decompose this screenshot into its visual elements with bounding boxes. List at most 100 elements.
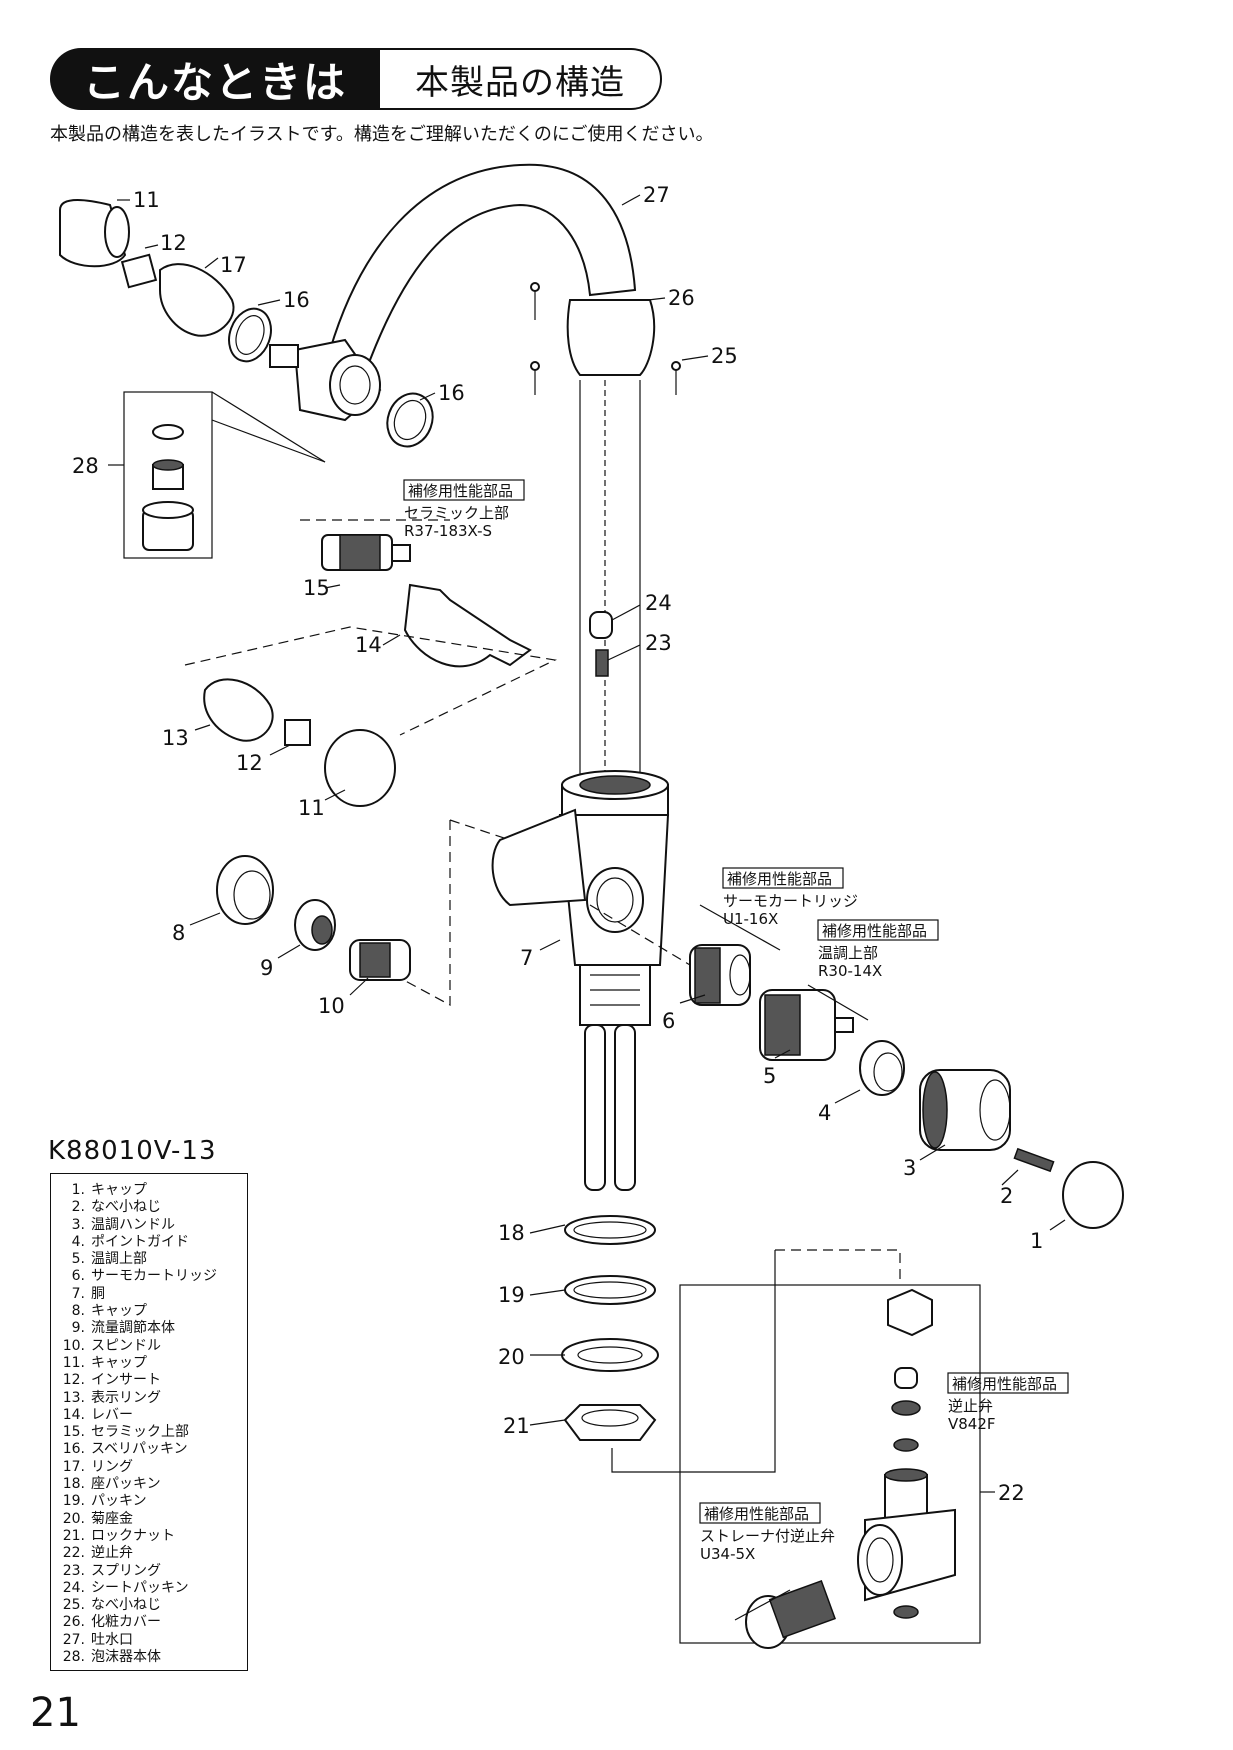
parts-list-item: 9.流量調節本体: [51, 1320, 247, 1337]
parts-list-name: 胴: [91, 1285, 105, 1302]
parts-list-item: 12.インサート: [51, 1372, 247, 1389]
label-20: 20: [498, 1345, 525, 1369]
body-7: [491, 770, 670, 1191]
parts-list-number: 1.: [71, 1182, 85, 1198]
parts-list-item: 8. キャップ: [51, 1303, 247, 1320]
parts-list-name: 逆止弁: [91, 1545, 133, 1562]
lever-14: [403, 583, 532, 668]
label-13: 13: [162, 726, 189, 750]
point-guide-4: [859, 1040, 905, 1096]
parts-list-number: 21.: [62, 1527, 85, 1544]
label-23: 23: [645, 631, 672, 655]
svg-text:V842F: V842F: [948, 1415, 996, 1433]
parts-list-name: 座パッキン: [91, 1476, 161, 1493]
lock-nut-21: [563, 1404, 657, 1441]
svg-text:セラミック上部: セラミック上部: [404, 504, 509, 522]
parts-list-item: 15.セラミック上部: [51, 1424, 247, 1441]
section-tag: こんなときは: [50, 48, 380, 110]
parts-list-item: 21. ロックナット: [51, 1528, 247, 1545]
label-12-lower: 12: [236, 751, 263, 775]
svg-text:補修用性能部品: 補修用性能部品: [822, 922, 927, 940]
svg-text:R37-183X-S: R37-183X-S: [404, 522, 492, 540]
label-18: 18: [498, 1221, 525, 1245]
label-11-lower: 11: [298, 796, 325, 820]
svg-text:補修用性能部品: 補修用性能部品: [727, 870, 832, 888]
parts-list-name: ポイントガイド: [91, 1233, 189, 1250]
flow-adjust-9: [294, 899, 336, 951]
label-6: 6: [662, 1009, 675, 1033]
parts-list-item: 13.表示リング: [51, 1390, 247, 1407]
callout-check-valve: 補修用性能部品 逆止弁 V842F: [947, 1372, 1069, 1433]
parts-list-number: 5.: [71, 1251, 85, 1268]
parts-list-name: 温調ハンドル: [91, 1216, 175, 1233]
thermo-cartridge-6: [689, 944, 751, 1006]
label-3: 3: [903, 1156, 916, 1180]
svg-text:逆止弁: 逆止弁: [948, 1397, 993, 1415]
svg-text:補修用性能部品: 補修用性能部品: [952, 1375, 1057, 1393]
parts-list-number: 27.: [62, 1631, 85, 1648]
parts-list-item: 1. キャップ: [51, 1182, 247, 1199]
parts-list-name: キャップ: [91, 1303, 147, 1320]
parts-list-name: キャップ: [91, 1354, 147, 1371]
ring-17: [159, 263, 235, 337]
parts-list-item: 18. 座パッキン: [51, 1476, 247, 1493]
intro-text: 本製品の構造を表したイラストです。構造をご理解いただくのにご使用ください。: [50, 124, 714, 145]
parts-list-number: 18.: [62, 1476, 85, 1493]
svg-text:補修用性能部品: 補修用性能部品: [408, 482, 513, 500]
parts-list-number: 7.: [71, 1285, 85, 1302]
callout-strainer-check-valve: 補修用性能部品 ストレーナ付逆止弁 U34-5X: [699, 1502, 835, 1563]
label-17: 17: [220, 253, 247, 277]
parts-list-number: 8.: [71, 1303, 85, 1320]
parts-list-name: なべ小ねじ: [91, 1199, 161, 1216]
temp-upper-5: [759, 989, 854, 1061]
parts-list-name: なべ小ねじ: [91, 1597, 161, 1614]
ceramic-upper-15: [321, 534, 411, 571]
section-title: 本製品の構造: [378, 48, 662, 110]
label-16-a: 16: [283, 288, 310, 312]
parts-list-item: 23.スプリング: [51, 1563, 247, 1580]
parts-list-name: 温調上部: [91, 1251, 147, 1268]
screw-2: [1013, 1147, 1055, 1173]
parts-list-number: 2.: [71, 1199, 85, 1216]
screws-25: [530, 282, 681, 395]
parts-list-number: 10.: [62, 1337, 85, 1354]
label-9: 9: [260, 956, 273, 980]
parts-list-name: シートパッキン: [91, 1579, 189, 1596]
parts-list-item: 27.吐水口: [51, 1632, 247, 1649]
svg-text:サーモカートリッジ: サーモカートリッジ: [723, 892, 858, 910]
spout-27: [328, 163, 637, 362]
spindle-10: [349, 939, 411, 981]
cap-11-top: [59, 199, 130, 268]
parts-list-number: 20.: [62, 1510, 85, 1527]
parts-list-item: 3. 温調ハンドル: [51, 1217, 247, 1234]
parts-list-name: スピンドル: [91, 1337, 161, 1354]
parts-list-item: 6.サーモカートリッジ: [51, 1268, 247, 1285]
svg-text:ストレーナ付逆止弁: ストレーナ付逆止弁: [700, 1527, 835, 1545]
label-19: 19: [498, 1283, 525, 1307]
cap-8: [216, 855, 274, 925]
packing-19: [564, 1275, 656, 1305]
parts-list-number: 19.: [62, 1493, 85, 1510]
page-number: 21: [30, 1690, 81, 1736]
svg-text:補修用性能部品: 補修用性能部品: [704, 1505, 809, 1523]
insert-12-top: [120, 253, 158, 289]
label-11-top: 11: [133, 188, 160, 212]
parts-list-number: 3.: [71, 1216, 85, 1233]
label-2: 2: [1000, 1184, 1013, 1208]
seat-packing-18: [564, 1215, 656, 1245]
label-25: 25: [711, 344, 738, 368]
parts-list-number: 22.: [62, 1545, 85, 1562]
packing-16-b: [386, 392, 434, 448]
label-16-b: 16: [438, 381, 465, 405]
parts-list-name: ロックナット: [91, 1527, 175, 1544]
callout-ceramic-upper: 補修用性能部品 セラミック上部 R37-183X-S: [403, 479, 525, 540]
packing-16-a: [228, 307, 272, 363]
parts-list-item: 24.シートパッキン: [51, 1580, 247, 1597]
label-10: 10: [318, 994, 345, 1018]
parts-list-number: 17.: [62, 1458, 85, 1475]
parts-list-name: 化粧カバー: [91, 1614, 161, 1631]
parts-list-number: 12.: [62, 1372, 85, 1389]
strainer-check-valve: [745, 1579, 836, 1649]
parts-list-name: キャップ: [91, 1182, 147, 1198]
